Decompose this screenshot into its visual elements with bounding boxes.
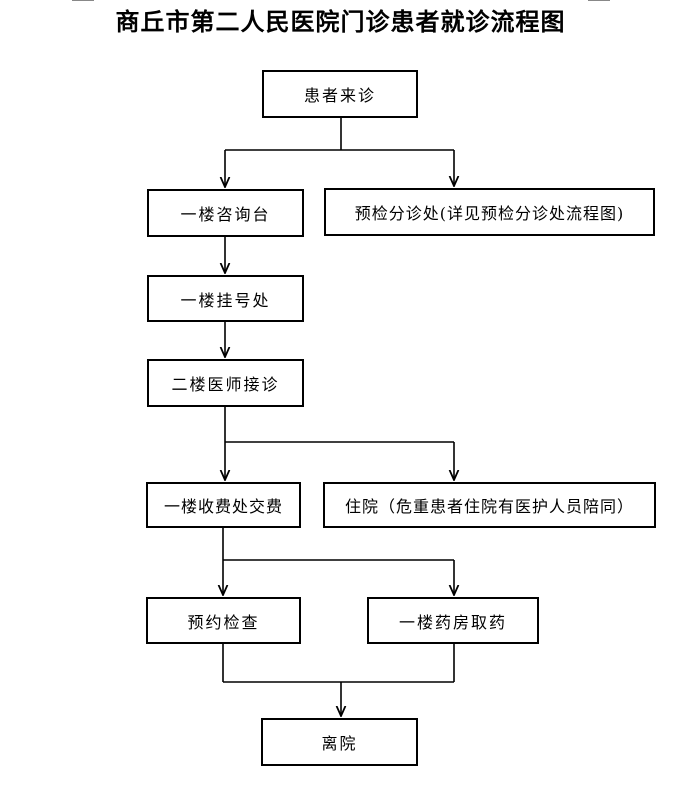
node-patient-arrival-label: 患者来诊 [303,86,376,105]
node-hospitalization: 住院（危重患者住院有医护人员陪同） [323,482,656,528]
node-exam-appointment: 预约检查 [146,597,301,644]
node-registration: 一楼挂号处 [147,275,304,322]
node-patient-arrival: 患者来诊 [262,70,418,118]
node-doctor-visit: 二楼医师接诊 [147,359,304,407]
node-discharge-label: 离院 [321,734,358,753]
node-inquiry-desk-label: 一楼咨询台 [180,205,271,224]
top-decoration-left [72,0,94,1]
node-pharmacy: 一楼药房取药 [367,597,539,644]
node-discharge: 离院 [261,718,418,766]
node-pharmacy-label: 一楼药房取药 [398,612,507,632]
node-payment: 一楼收费处交费 [146,482,301,528]
node-exam-appointment-label: 预约检查 [187,612,260,632]
node-payment-label: 一楼收费处交费 [163,497,283,516]
node-doctor-visit-label: 二楼医师接诊 [171,375,280,394]
node-hospitalization-label: 住院（危重患者住院有医护人员陪同） [344,497,634,516]
node-pre-triage-label: 预检分诊处(详见预检分诊处流程图) [354,204,625,223]
top-decoration-right [588,0,610,1]
node-registration-label: 一楼挂号处 [180,290,271,310]
page-title: 商丘市第二人民医院门诊患者就诊流程图 [115,7,566,36]
node-inquiry-desk: 一楼咨询台 [147,189,304,237]
node-pre-triage: 预检分诊处(详见预检分诊处流程图) [324,188,655,236]
